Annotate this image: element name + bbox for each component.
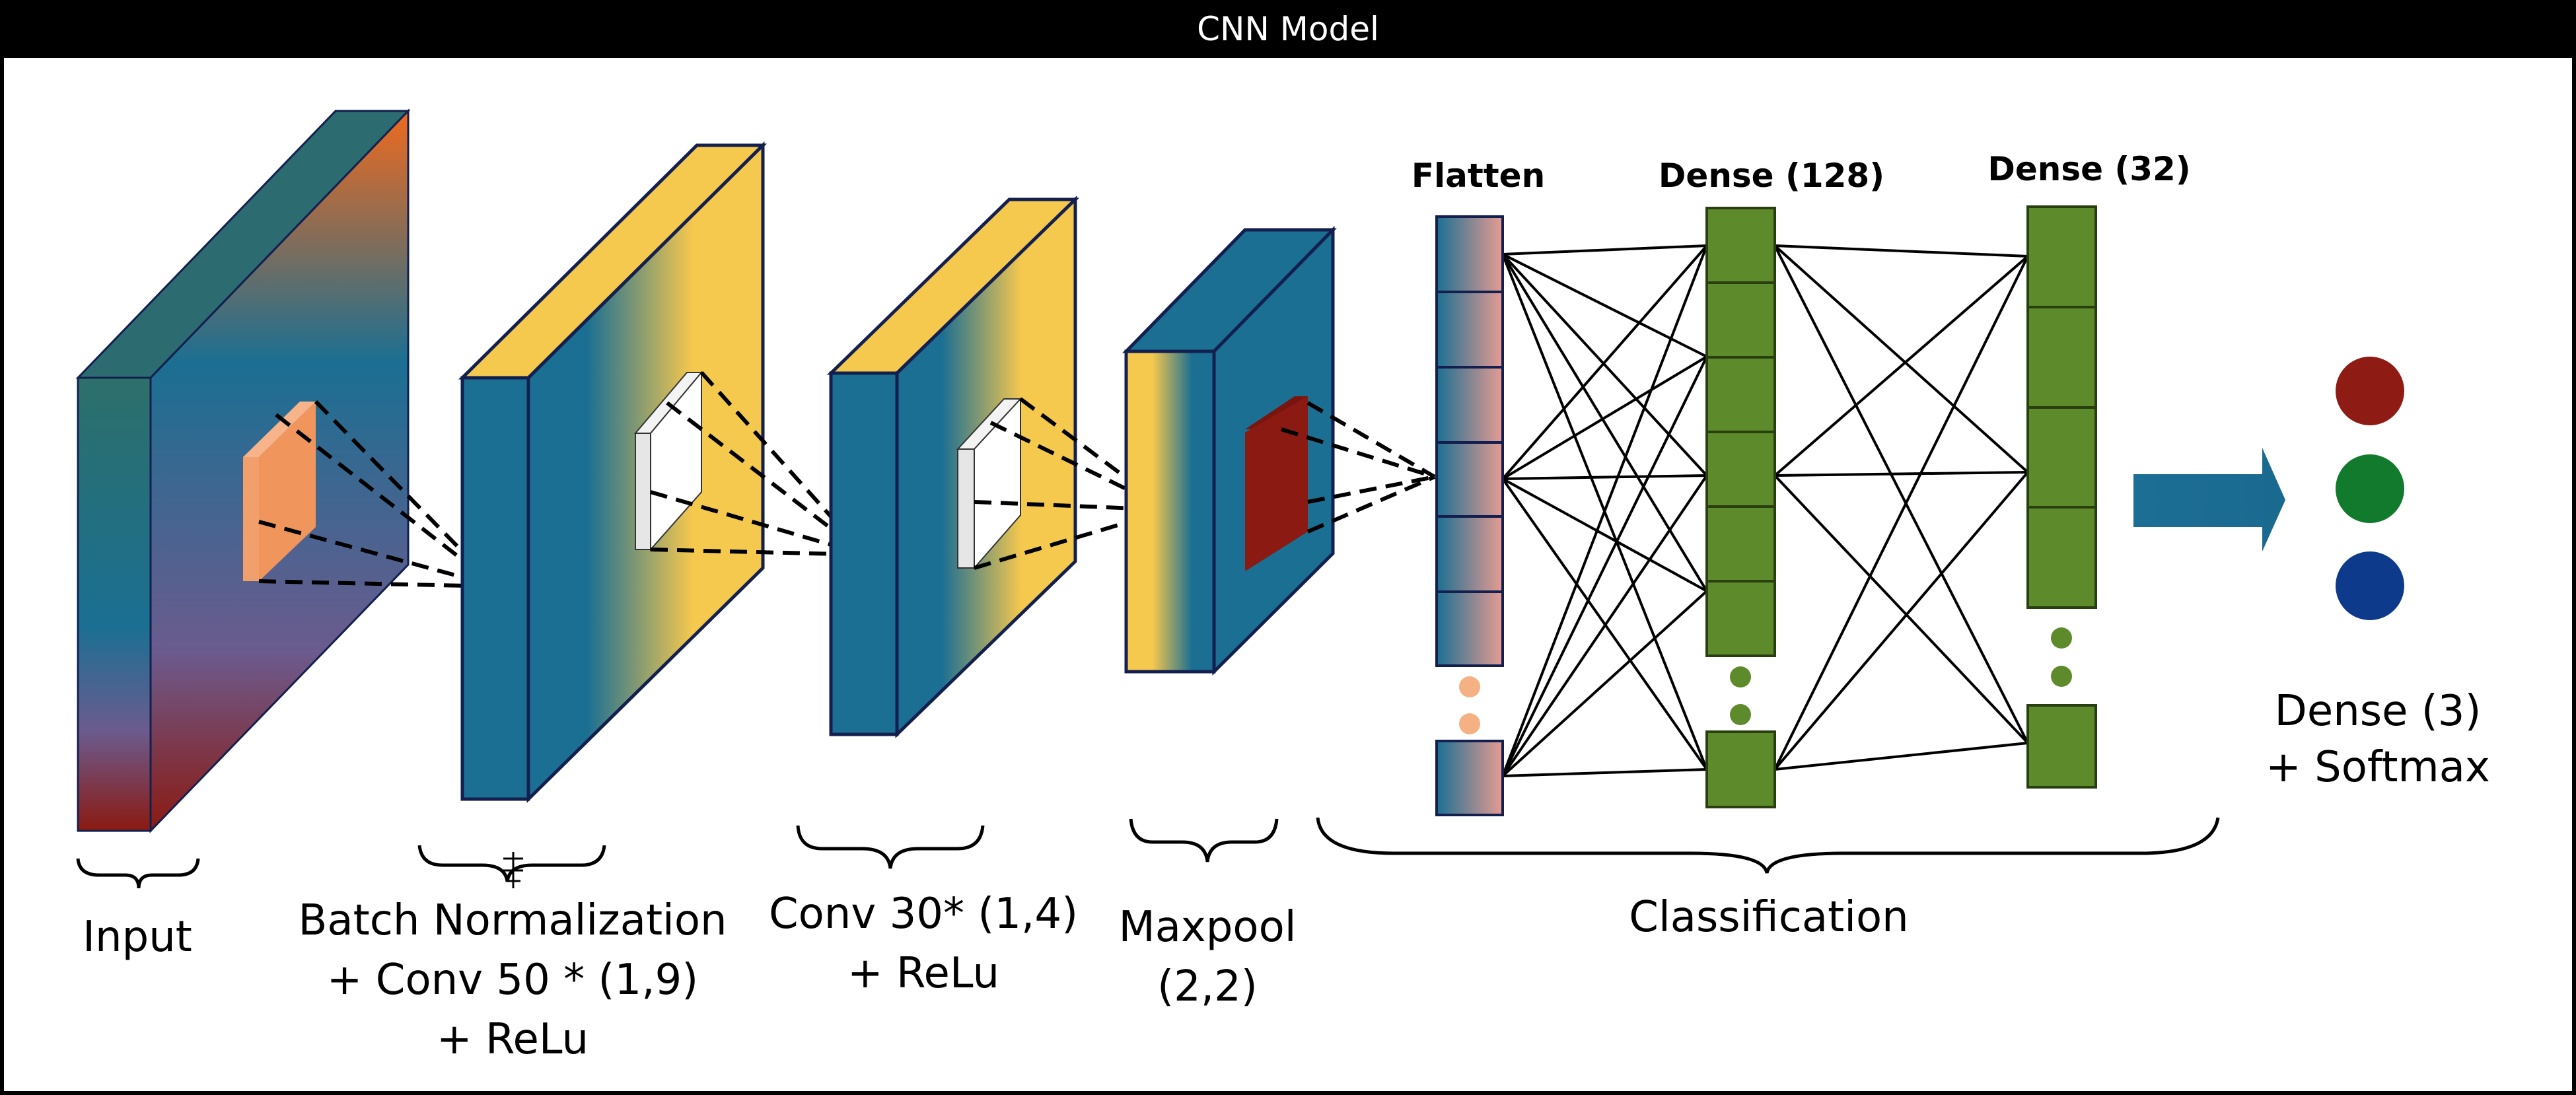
label-input: Input	[83, 913, 192, 962]
title-bar: CNN Model	[0, 0, 2576, 58]
output-red-circle	[2336, 357, 2404, 425]
brace-conv30	[796, 825, 985, 869]
fc-connections	[1501, 244, 2029, 777]
brace-input	[76, 858, 200, 889]
output-arrow-icon	[2133, 448, 2285, 551]
label-flatten: Flatten	[1412, 157, 1545, 195]
label-classification: Classification	[1629, 893, 1908, 942]
input-layer	[75, 108, 499, 833]
label-conv30-line1: Conv 30* (1,4)	[769, 890, 1078, 938]
label-maxpool-line1: Maxpool	[1118, 903, 1296, 952]
maxpool-layer	[1122, 225, 1436, 676]
conv30-layer	[826, 195, 1170, 738]
output-blue-circle	[2336, 551, 2404, 620]
cursor-marker-icon	[503, 852, 523, 888]
flatten-layer	[1435, 215, 1504, 816]
braces	[76, 817, 2220, 889]
label-dense3-line2: + Softmax	[2266, 743, 2490, 792]
label-dense32: Dense (32)	[1987, 150, 2190, 188]
output-classes	[2336, 357, 2404, 620]
label-conv50-line1: Batch Normalization	[298, 896, 727, 945]
brace-conv50	[417, 845, 606, 882]
label-dense128: Dense (128)	[1659, 157, 1884, 195]
label-conv30-line2: + ReLu	[847, 949, 999, 998]
label-maxpool-line2: (2,2)	[1157, 962, 1258, 1011]
dense32-layer	[2026, 205, 2097, 789]
label-conv50-line3: + ReLu	[437, 1015, 589, 1064]
dense128-layer	[1705, 207, 1776, 808]
diagram-title: CNN Model	[1197, 10, 1379, 48]
brace-maxpool	[1129, 818, 1279, 863]
label-dense3-line1: Dense (3)	[2275, 687, 2482, 736]
conv50-layer	[458, 141, 867, 803]
label-conv50-line2: + Conv 50 * (1,9)	[327, 956, 698, 1005]
diagram-frame	[0, 58, 2576, 1095]
output-green-circle	[2336, 454, 2404, 523]
brace-classification	[1316, 817, 2220, 874]
